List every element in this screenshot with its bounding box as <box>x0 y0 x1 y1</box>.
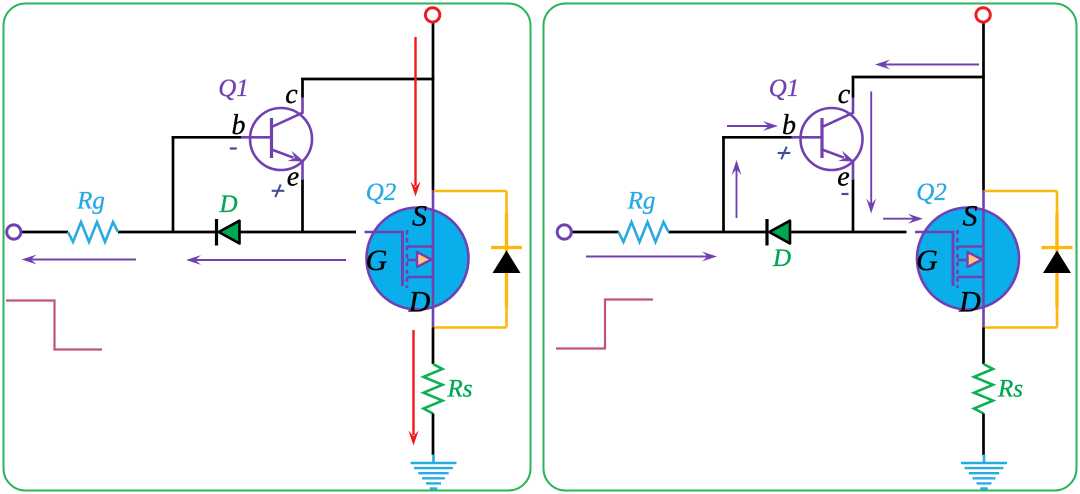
svg-text:D: D <box>218 191 237 218</box>
svg-text:Q2: Q2 <box>916 179 947 206</box>
svg-text:D: D <box>772 245 791 272</box>
svg-text:Rs: Rs <box>997 376 1023 403</box>
svg-text:D: D <box>958 286 981 319</box>
svg-text:e: e <box>837 162 849 193</box>
svg-text:b: b <box>232 110 246 141</box>
svg-text:D: D <box>408 286 431 319</box>
svg-text:S: S <box>412 200 427 233</box>
svg-text:c: c <box>838 79 851 110</box>
svg-text:Rg: Rg <box>627 188 656 215</box>
svg-text:Q1: Q1 <box>218 75 249 102</box>
svg-text:Rg: Rg <box>76 188 105 215</box>
svg-text:G: G <box>916 244 938 277</box>
svg-text:Rs: Rs <box>447 376 473 403</box>
svg-text:G: G <box>366 244 388 277</box>
svg-text:S: S <box>963 200 978 233</box>
svg-text:b: b <box>782 110 796 141</box>
svg-text:c: c <box>285 79 298 110</box>
svg-text:e: e <box>287 162 299 193</box>
svg-text:Q2: Q2 <box>366 179 397 206</box>
svg-text:Q1: Q1 <box>769 75 800 102</box>
